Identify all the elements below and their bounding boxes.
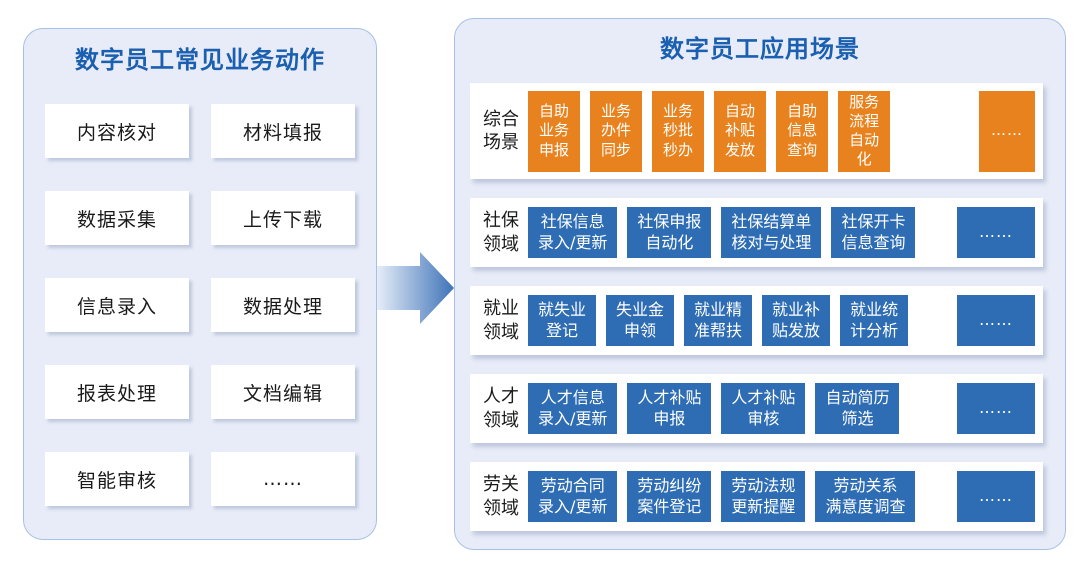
scenarios-panel-title: 数字员工应用场景: [660, 35, 860, 63]
scenario-box: ……: [957, 295, 1035, 346]
scenario-box: ……: [979, 90, 1035, 172]
scenario-box: ……: [957, 383, 1035, 434]
scenario-box: 社保开卡 信息查询: [831, 207, 916, 258]
actions-grid: 内容核对材料填报数据采集上传下载信息录入数据处理报表处理文档编辑智能审核 ……: [45, 104, 355, 506]
scenario-band: 社保 领域社保信息 录入/更新社保申报 自动化社保结算单 核对与处理社保开卡 信…: [470, 198, 1043, 267]
scenario-band: 劳关 领域劳动合同 录入/更新劳动纠纷 案件登记劳动法规 更新提醒劳动关系 满意…: [470, 462, 1043, 531]
scenario-box: 社保结算单 核对与处理: [721, 207, 822, 258]
action-box: 数据采集: [45, 191, 189, 245]
scenario-box: 人才补贴 申报: [627, 383, 712, 434]
scenario-box: ……: [957, 471, 1035, 522]
scenario-box: 业务 办件 同步: [590, 90, 643, 172]
scenario-box: 就业精 准帮扶: [684, 295, 753, 346]
scenario-band-label: 人才 领域: [483, 386, 519, 431]
scenario-box-list: 社保信息 录入/更新社保申报 自动化社保结算单 核对与处理社保开卡 信息查询 ……: [528, 207, 1035, 258]
scenario-box-list: 自助 业务 申报业务 办件 同步业务 秒批 秒办自动 补贴 发放自助 信息 查询…: [528, 90, 1035, 172]
scenario-box: 人才补贴 审核: [721, 383, 806, 434]
action-box: ……: [211, 452, 355, 506]
scenario-band-label: 综合 场景: [483, 108, 519, 153]
action-box: 文档编辑: [211, 365, 355, 419]
actions-panel: 数字员工常见业务动作 内容核对材料填报数据采集上传下载信息录入数据处理报表处理文…: [23, 28, 377, 540]
right-arrow-icon: [377, 251, 455, 325]
scenario-box: 就失业 登记: [528, 295, 597, 346]
action-box: 信息录入: [45, 278, 189, 332]
action-box: 材料填报: [211, 104, 355, 158]
scenario-box-list: 就失业 登记失业金 申领就业精 准帮扶就业补 贴发放就业统 计分析 ……: [528, 295, 1035, 346]
scenario-box: 就业统 计分析: [840, 295, 909, 346]
scenario-box: 劳动关系 满意度调查: [815, 471, 916, 522]
scenario-box: 自动 补贴 发放: [714, 90, 767, 172]
scenario-box: ……: [957, 207, 1035, 258]
scenario-box: 社保申报 自动化: [627, 207, 712, 258]
scenario-bands: 综合 场景自助 业务 申报业务 办件 同步业务 秒批 秒办自动 补贴 发放自助 …: [470, 83, 1043, 531]
scenario-box-list: 人才信息 录入/更新人才补贴 申报人才补贴 审核自动简历 筛选 ……: [528, 383, 1035, 434]
scenario-band: 就业 领域就失业 登记失业金 申领就业精 准帮扶就业补 贴发放就业统 计分析 ……: [470, 286, 1043, 355]
scenario-box: 人才信息 录入/更新: [528, 383, 618, 434]
scenario-box: 社保信息 录入/更新: [528, 207, 618, 258]
action-box: 报表处理: [45, 365, 189, 419]
scenario-box: 自动简历 筛选: [815, 383, 900, 434]
scenario-box: 失业金 申领: [606, 295, 675, 346]
scenario-band-label: 就业 领域: [483, 298, 519, 343]
scenario-box: 自助 信息 查询: [776, 90, 829, 172]
scenarios-panel: 数字员工应用场景 综合 场景自助 业务 申报业务 办件 同步业务 秒批 秒办自动…: [454, 18, 1066, 550]
scenario-box: 服务 流程 自动 化: [838, 90, 891, 172]
scenario-box: 自助 业务 申报: [528, 90, 581, 172]
actions-panel-title: 数字员工常见业务动作: [75, 46, 325, 74]
scenario-band: 人才 领域人才信息 录入/更新人才补贴 申报人才补贴 审核自动简历 筛选 ……: [470, 374, 1043, 443]
scenario-band-label: 劳关 领域: [483, 474, 519, 519]
scenario-box: 业务 秒批 秒办: [652, 90, 705, 172]
scenario-box: 就业补 贴发放: [762, 295, 831, 346]
action-box: 数据处理: [211, 278, 355, 332]
scenario-band: 综合 场景自助 业务 申报业务 办件 同步业务 秒批 秒办自动 补贴 发放自助 …: [470, 83, 1043, 179]
scenario-box-list: 劳动合同 录入/更新劳动纠纷 案件登记劳动法规 更新提醒劳动关系 满意度调查 ……: [528, 471, 1035, 522]
action-box: 上传下载: [211, 191, 355, 245]
scenario-box: 劳动合同 录入/更新: [528, 471, 618, 522]
action-box: 内容核对: [45, 104, 189, 158]
scenario-box: 劳动法规 更新提醒: [721, 471, 806, 522]
scenario-box: 劳动纠纷 案件登记: [627, 471, 712, 522]
scenario-band-label: 社保 领域: [483, 210, 519, 255]
action-box: 智能审核: [45, 452, 189, 506]
